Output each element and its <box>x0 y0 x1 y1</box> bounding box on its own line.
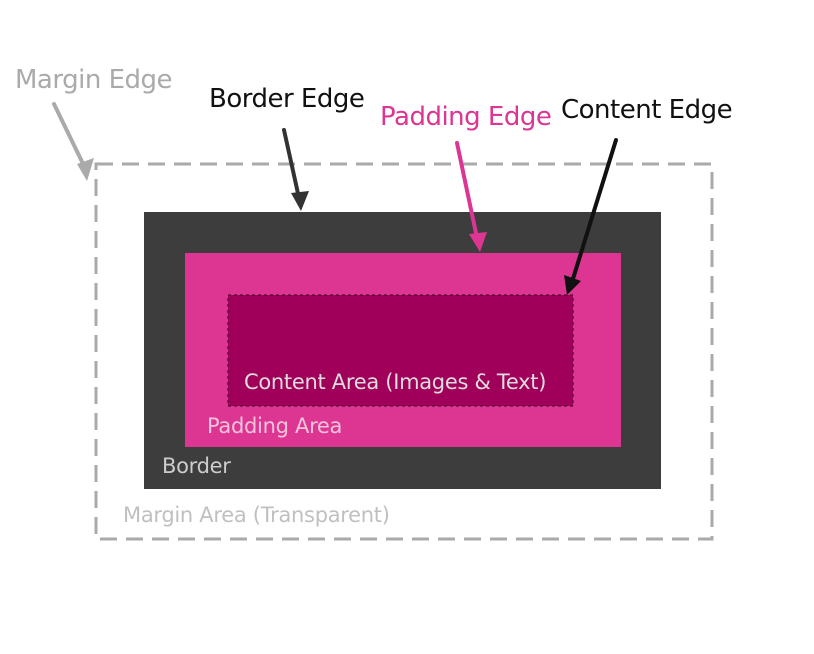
margin-edge-label: Margin Edge <box>15 65 173 95</box>
border-edge-label: Border Edge <box>209 84 365 114</box>
content-edge-label: Content Edge <box>561 95 733 125</box>
border-edge-arrow <box>282 128 309 211</box>
content-area <box>227 294 574 407</box>
margin-edge-arrow <box>52 102 94 181</box>
border-area-label: Border <box>162 454 231 478</box>
margin-area-label: Margin Area (Transparent) <box>123 503 390 527</box>
margin-edge-outline <box>94 162 714 541</box>
content-area-label: Content Area (Images & Text) <box>244 370 547 394</box>
padding-edge-label: Padding Edge <box>380 102 552 132</box>
padding-edge-arrow <box>455 141 487 252</box>
padding-area-label: Padding Area <box>207 414 343 438</box>
content-edge-arrow <box>564 138 618 295</box>
